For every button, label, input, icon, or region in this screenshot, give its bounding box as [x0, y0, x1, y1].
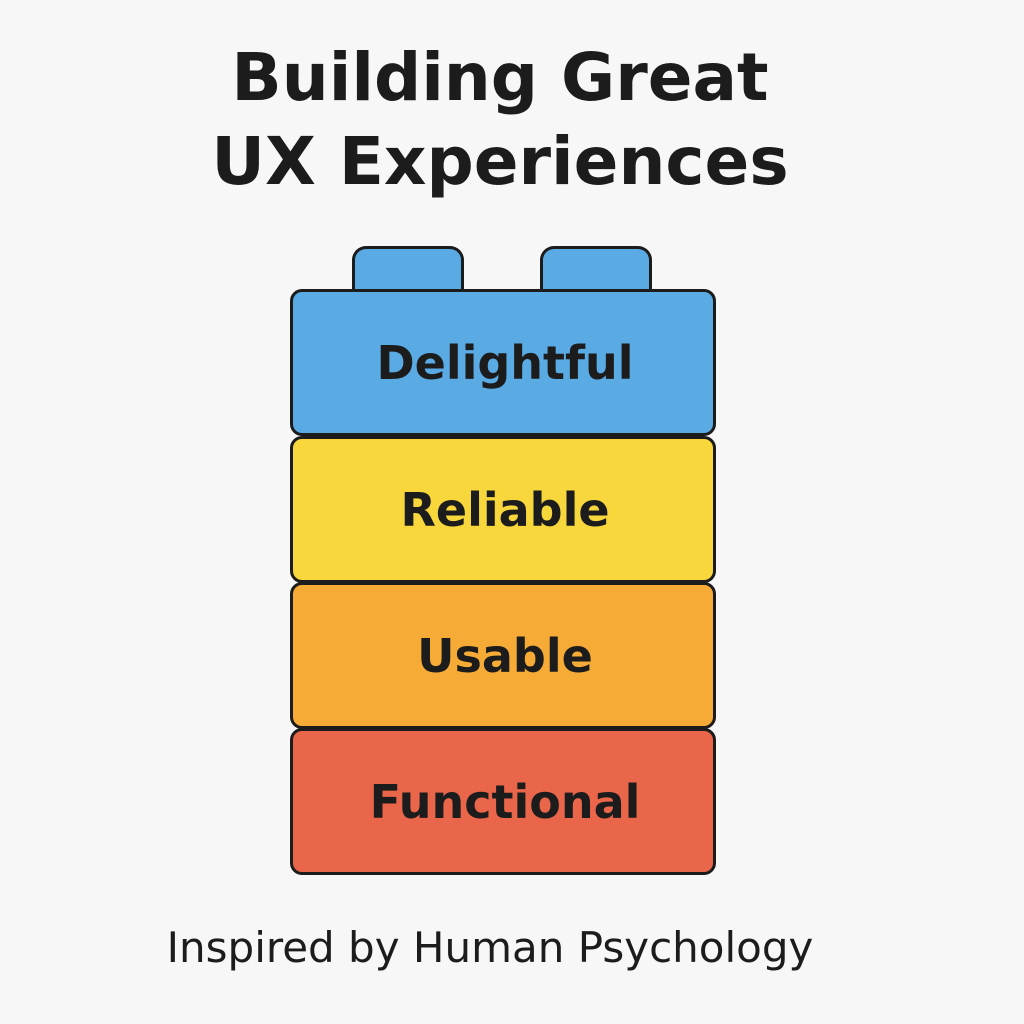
footer-caption: Inspired by Human Psychology: [166, 923, 814, 972]
brick-label-functional: Functional: [369, 774, 641, 829]
brick-functional: Functional: [290, 728, 716, 875]
diagram-title: Building Great UX Experiences: [0, 36, 1000, 204]
brick-reliable: Reliable: [290, 436, 716, 583]
brick-stack: Delightful Reliable Usable Functional: [290, 246, 716, 878]
brick-label-reliable: Reliable: [400, 482, 610, 537]
brick-usable: Usable: [290, 582, 716, 729]
title-line-1: Building Great: [231, 39, 769, 116]
brick-delightful: Delightful: [290, 289, 716, 436]
brick-label-usable: Usable: [417, 628, 593, 683]
title-line-2: UX Experiences: [211, 123, 789, 200]
brick-label-delightful: Delightful: [376, 335, 634, 390]
